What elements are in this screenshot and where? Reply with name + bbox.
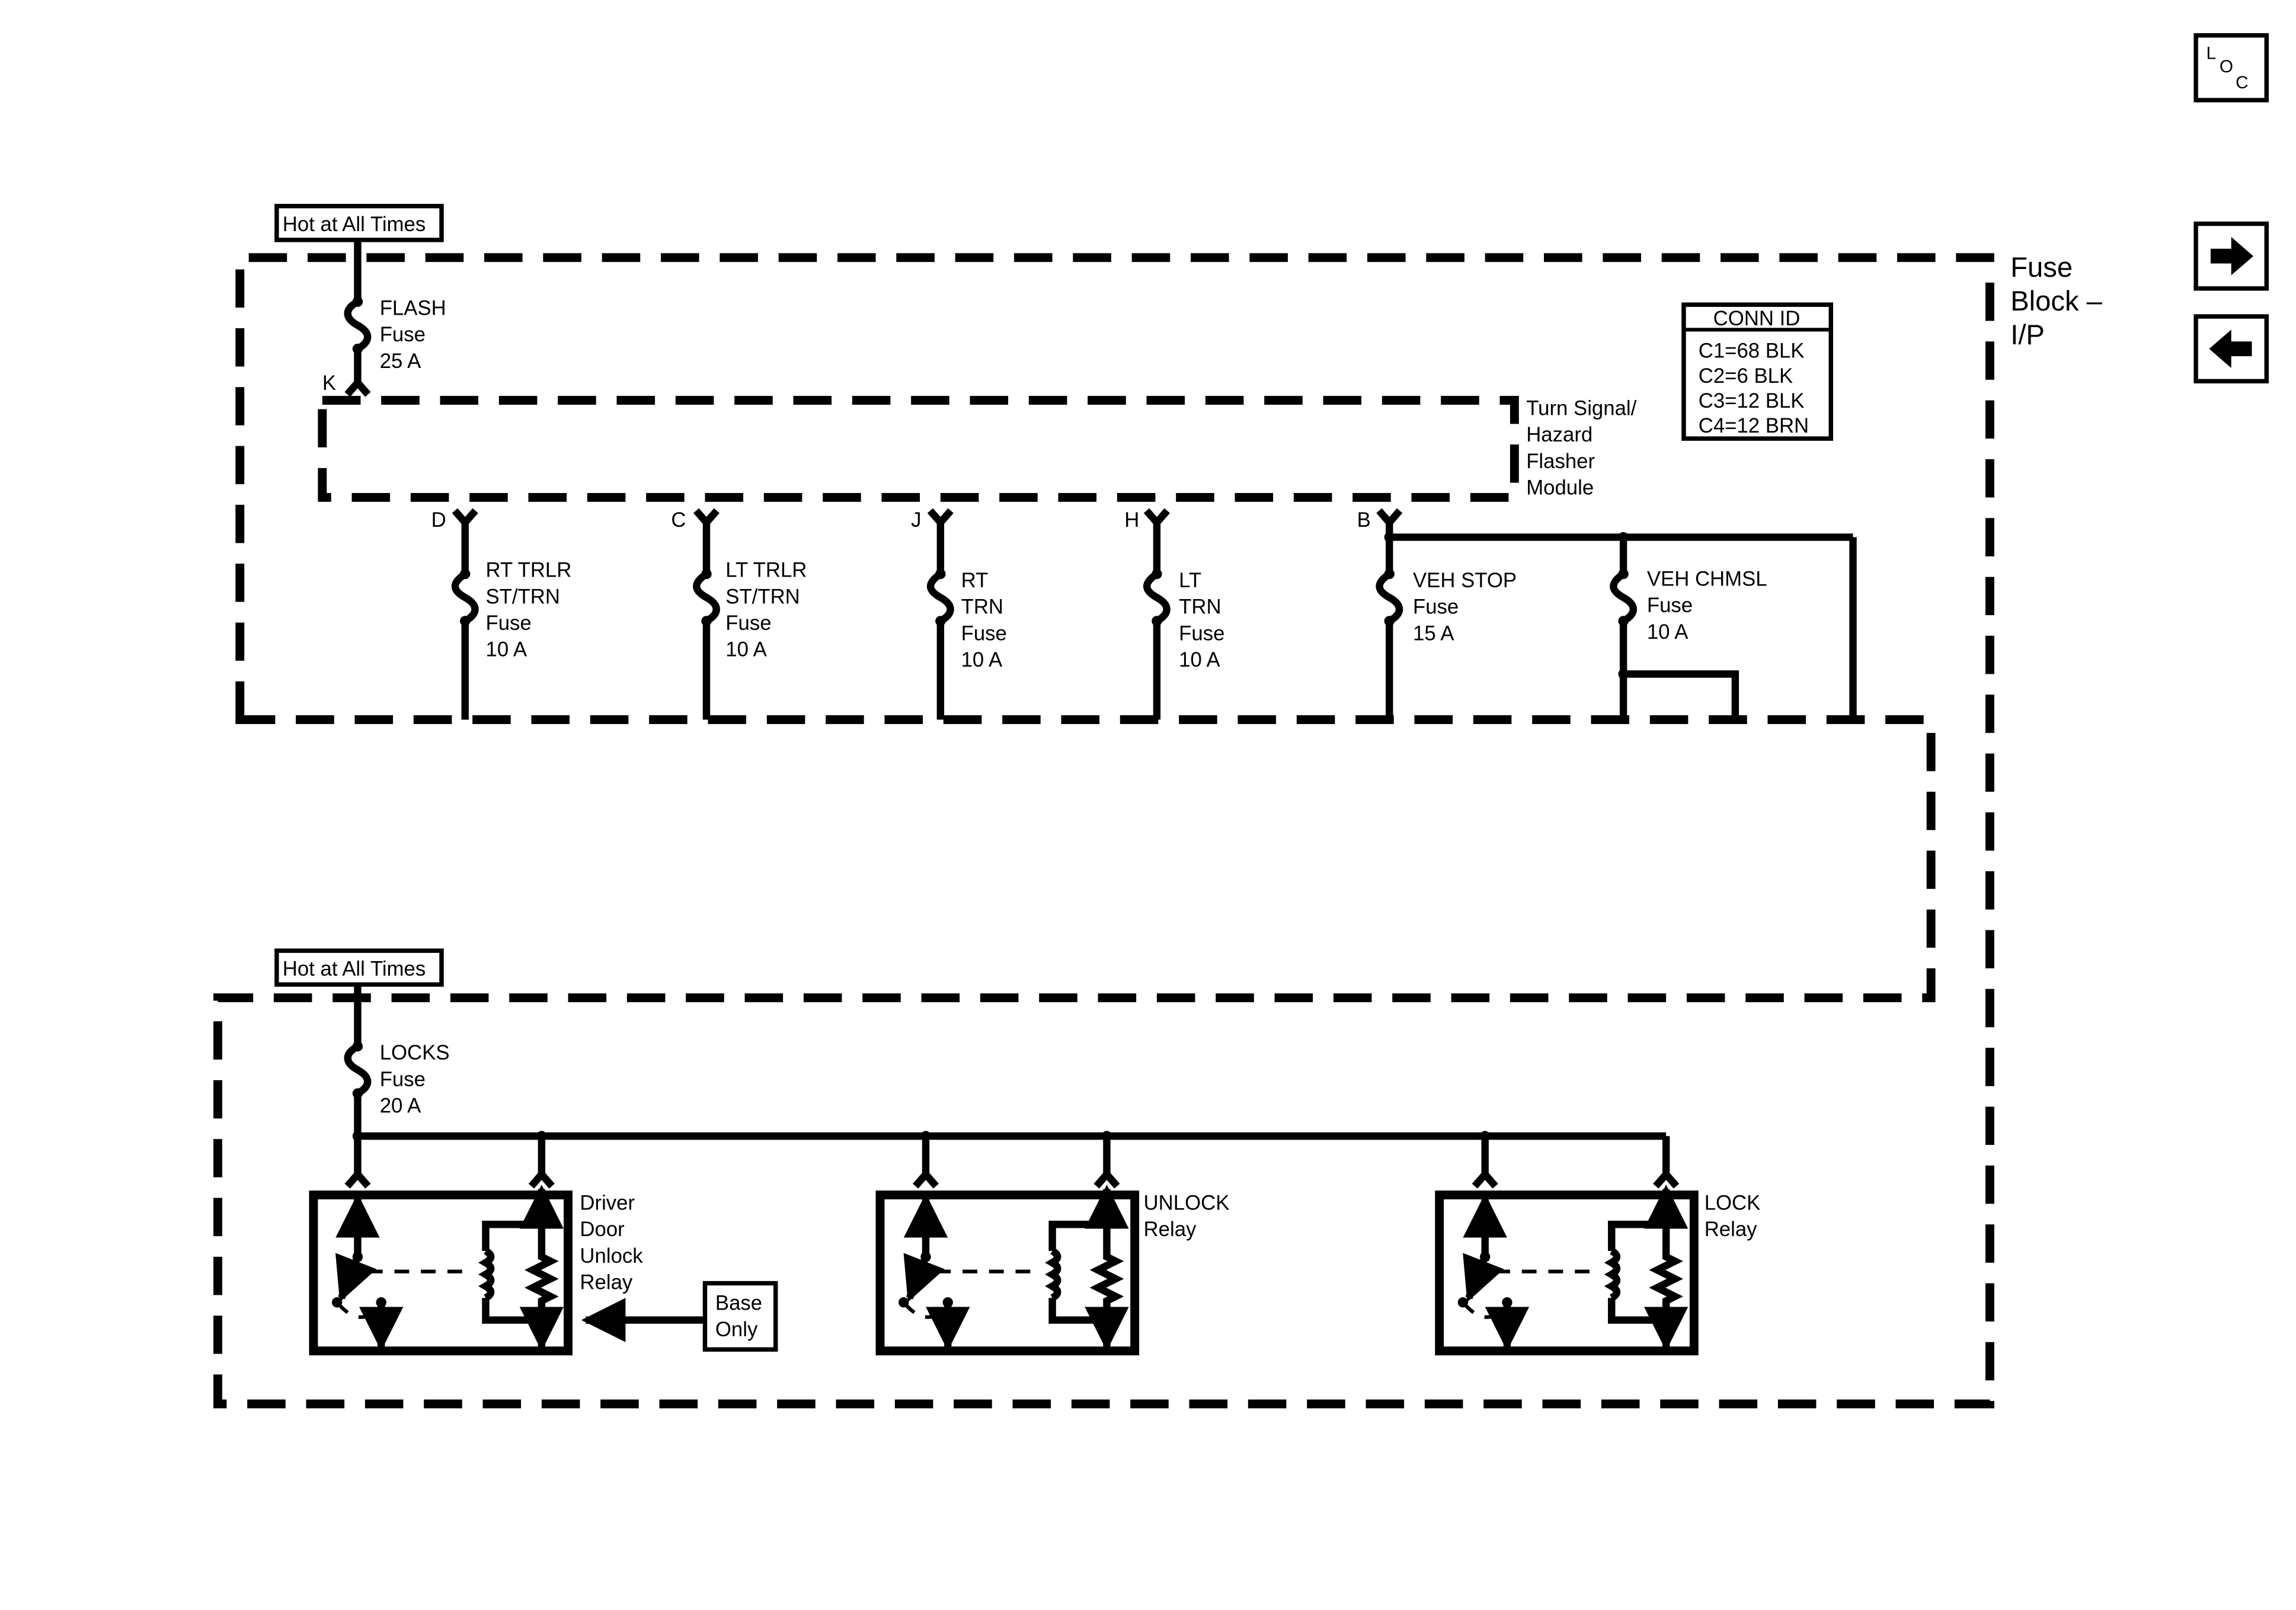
- svg-text:VEH STOP: VEH STOP: [1413, 569, 1517, 592]
- svg-text:Block –: Block –: [2010, 285, 2102, 316]
- relay-driver-door-unlock: Driver Door Unlock Relay: [309, 1136, 643, 1356]
- fuse-flash-label: FLASH Fuse 25 A: [380, 297, 446, 373]
- loc-letter-c: C: [2236, 73, 2249, 92]
- fuse-veh-chmsl: VEH CHMSL Fuse 10 A: [1610, 532, 1767, 720]
- svg-text:LT: LT: [1179, 569, 1201, 592]
- svg-text:VEH CHMSL: VEH CHMSL: [1647, 568, 1767, 590]
- fuse-block-label: Fuse Block – I/P: [2010, 251, 2102, 350]
- svg-text:UNLOCK: UNLOCK: [1144, 1192, 1230, 1214]
- fuse-rt-trn: J RT TRN Fuse 10 A: [911, 508, 1007, 720]
- fuse-lt-trlr-st-trn: C LT TRLR ST/TRN Fuse 10 A: [671, 508, 807, 720]
- svg-text:ST/TRN: ST/TRN: [725, 585, 800, 608]
- conn-id-row: C1=68 BLK: [1699, 340, 1805, 363]
- arrow-left-icon: [2209, 329, 2252, 368]
- svg-text:Door: Door: [580, 1218, 624, 1241]
- conn-id-row: C4=12 BRN: [1699, 415, 1809, 437]
- loc-button[interactable]: L O C: [2193, 33, 2269, 103]
- flasher-module-box: [318, 396, 1519, 502]
- fuse-locks-label: LOCKS Fuse 20 A: [380, 1042, 450, 1117]
- svg-text:Turn Signal/: Turn Signal/: [1526, 397, 1636, 420]
- svg-text:Module: Module: [1526, 477, 1594, 500]
- svg-text:Fuse: Fuse: [725, 612, 771, 635]
- svg-text:LOCK: LOCK: [1705, 1192, 1761, 1214]
- relay-lock: LOCK Relay: [1435, 1136, 1761, 1356]
- pin-label-d: D: [431, 509, 446, 532]
- svg-text:FLASH: FLASH: [380, 297, 446, 320]
- svg-text:Relay: Relay: [1705, 1218, 1757, 1241]
- pin-label-h: H: [1124, 509, 1139, 532]
- svg-text:20 A: 20 A: [380, 1095, 421, 1118]
- svg-text:I/P: I/P: [2010, 319, 2045, 350]
- next-page-button[interactable]: [2193, 221, 2269, 291]
- svg-text:TRN: TRN: [1179, 596, 1221, 619]
- loc-letter-l: L: [2207, 43, 2217, 63]
- svg-text:Fuse: Fuse: [1647, 594, 1693, 617]
- svg-text:Base: Base: [715, 1292, 762, 1314]
- pin-label-k: K: [322, 372, 336, 395]
- svg-text:LOCKS: LOCKS: [380, 1042, 450, 1064]
- svg-text:Unlock: Unlock: [580, 1245, 643, 1267]
- power-source-upper: Hot at All Times: [274, 204, 444, 242]
- loc-letter-o: O: [2220, 57, 2233, 76]
- svg-text:Fuse: Fuse: [486, 612, 532, 635]
- svg-text:Relay: Relay: [580, 1272, 632, 1294]
- svg-text:Flasher: Flasher: [1526, 450, 1595, 473]
- svg-text:Fuse: Fuse: [1413, 596, 1459, 619]
- svg-text:LT TRLR: LT TRLR: [725, 559, 807, 582]
- fuse-block-outline: [213, 253, 1994, 1409]
- svg-text:RT TRLR: RT TRLR: [486, 559, 572, 582]
- svg-text:Fuse: Fuse: [961, 622, 1007, 645]
- svg-text:ST/TRN: ST/TRN: [486, 585, 560, 608]
- svg-text:Only: Only: [715, 1318, 758, 1341]
- relay-unlock: UNLOCK Relay: [875, 1136, 1230, 1356]
- svg-text:10 A: 10 A: [486, 639, 527, 661]
- svg-text:10 A: 10 A: [725, 639, 767, 661]
- svg-text:10 A: 10 A: [1647, 621, 1689, 644]
- fuse-rt-trlr-st-trn: D RT TRLR ST/TRN Fuse 10 A: [431, 508, 572, 720]
- svg-text:Fuse: Fuse: [2010, 251, 2073, 283]
- base-only-note: Base Only: [581, 1281, 778, 1352]
- fuse-flash-symbol: [344, 298, 372, 353]
- fuse-lt-trn: H LT TRN Fuse 10 A: [1124, 508, 1224, 720]
- prev-page-button[interactable]: [2193, 314, 2269, 384]
- connector-pin-symbol: [344, 377, 371, 397]
- flasher-module-label: Turn Signal/ Hazard Flasher Module: [1526, 397, 1636, 499]
- conn-id-title: CONN ID: [1713, 308, 1801, 330]
- svg-text:Fuse: Fuse: [380, 324, 426, 346]
- svg-text:Hot at All Times: Hot at All Times: [283, 958, 426, 981]
- pin-label-j: J: [911, 509, 921, 532]
- svg-text:25 A: 25 A: [380, 350, 421, 373]
- fuse-locks-symbol: [344, 1043, 372, 1097]
- pin-label-c: C: [671, 509, 686, 532]
- pin-label-b: B: [1357, 509, 1371, 532]
- conn-id-table: CONN ID C1=68 BLK C2=6 BLK C3=12 BLK C4=…: [1681, 302, 1833, 441]
- svg-text:Fuse: Fuse: [1179, 622, 1224, 645]
- svg-text:RT: RT: [961, 569, 989, 592]
- svg-text:Hazard: Hazard: [1526, 424, 1593, 446]
- svg-text:Relay: Relay: [1144, 1218, 1197, 1241]
- svg-text:15 A: 15 A: [1413, 622, 1454, 645]
- fuse-veh-stop: B VEH STOP Fuse 15 A: [1357, 508, 1517, 720]
- arrow-right-icon: [2210, 236, 2253, 276]
- conn-id-row: C3=12 BLK: [1699, 390, 1805, 412]
- svg-text:Hot at All Times: Hot at All Times: [283, 213, 426, 236]
- svg-text:10 A: 10 A: [1179, 649, 1220, 671]
- power-source-lower: Hot at All Times: [274, 948, 444, 987]
- svg-text:TRN: TRN: [961, 596, 1003, 619]
- svg-text:Driver: Driver: [580, 1192, 635, 1214]
- svg-text:10 A: 10 A: [961, 649, 1003, 671]
- svg-text:Fuse: Fuse: [380, 1068, 426, 1091]
- conn-id-row: C2=6 BLK: [1699, 365, 1793, 388]
